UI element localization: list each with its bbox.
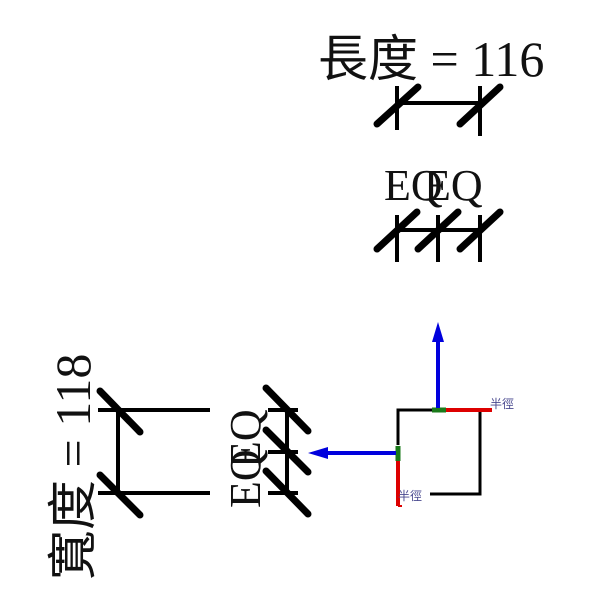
- radius-label-top[interactable]: 半徑: [490, 397, 514, 411]
- left-eq-tick-3: [262, 467, 312, 518]
- length-dimension[interactable]: 長度 = 116: [318, 31, 544, 136]
- sketch-profile[interactable]: 半徑 半徑: [308, 322, 514, 507]
- left-eq-label-2[interactable]: EQ: [221, 409, 270, 468]
- length-tick-left: [373, 83, 422, 128]
- up-arrow-icon[interactable]: [432, 322, 444, 342]
- length-label[interactable]: 長度 = 116: [318, 31, 544, 87]
- width-label[interactable]: 寬度 = 118: [45, 354, 101, 580]
- left-eq-tick-2: [262, 426, 312, 476]
- top-eq-label-1[interactable]: EQ: [384, 161, 443, 210]
- top-eq-tick-3: [456, 208, 504, 253]
- profile-edge-top-left: [396, 408, 433, 445]
- top-equal-dimension[interactable]: EQ EQ: [373, 161, 504, 262]
- width-tick-bottom: [96, 471, 144, 519]
- length-tick-right: [456, 83, 504, 128]
- width-dimension[interactable]: 寬度 = 118: [45, 354, 210, 580]
- radius-label-left[interactable]: 半徑: [398, 489, 422, 503]
- profile-edge-right-bottom: [430, 410, 482, 496]
- left-eq-tick-1: [262, 384, 312, 435]
- top-eq-tick-1: [373, 208, 421, 253]
- left-eq-label-1[interactable]: EQ: [221, 449, 270, 508]
- top-eq-tick-2: [414, 208, 462, 253]
- left-equal-dimension[interactable]: EQ EQ: [221, 384, 312, 518]
- left-arrow-icon[interactable]: [308, 447, 328, 459]
- top-eq-label-2[interactable]: EQ: [424, 161, 483, 210]
- width-tick-top: [96, 387, 144, 436]
